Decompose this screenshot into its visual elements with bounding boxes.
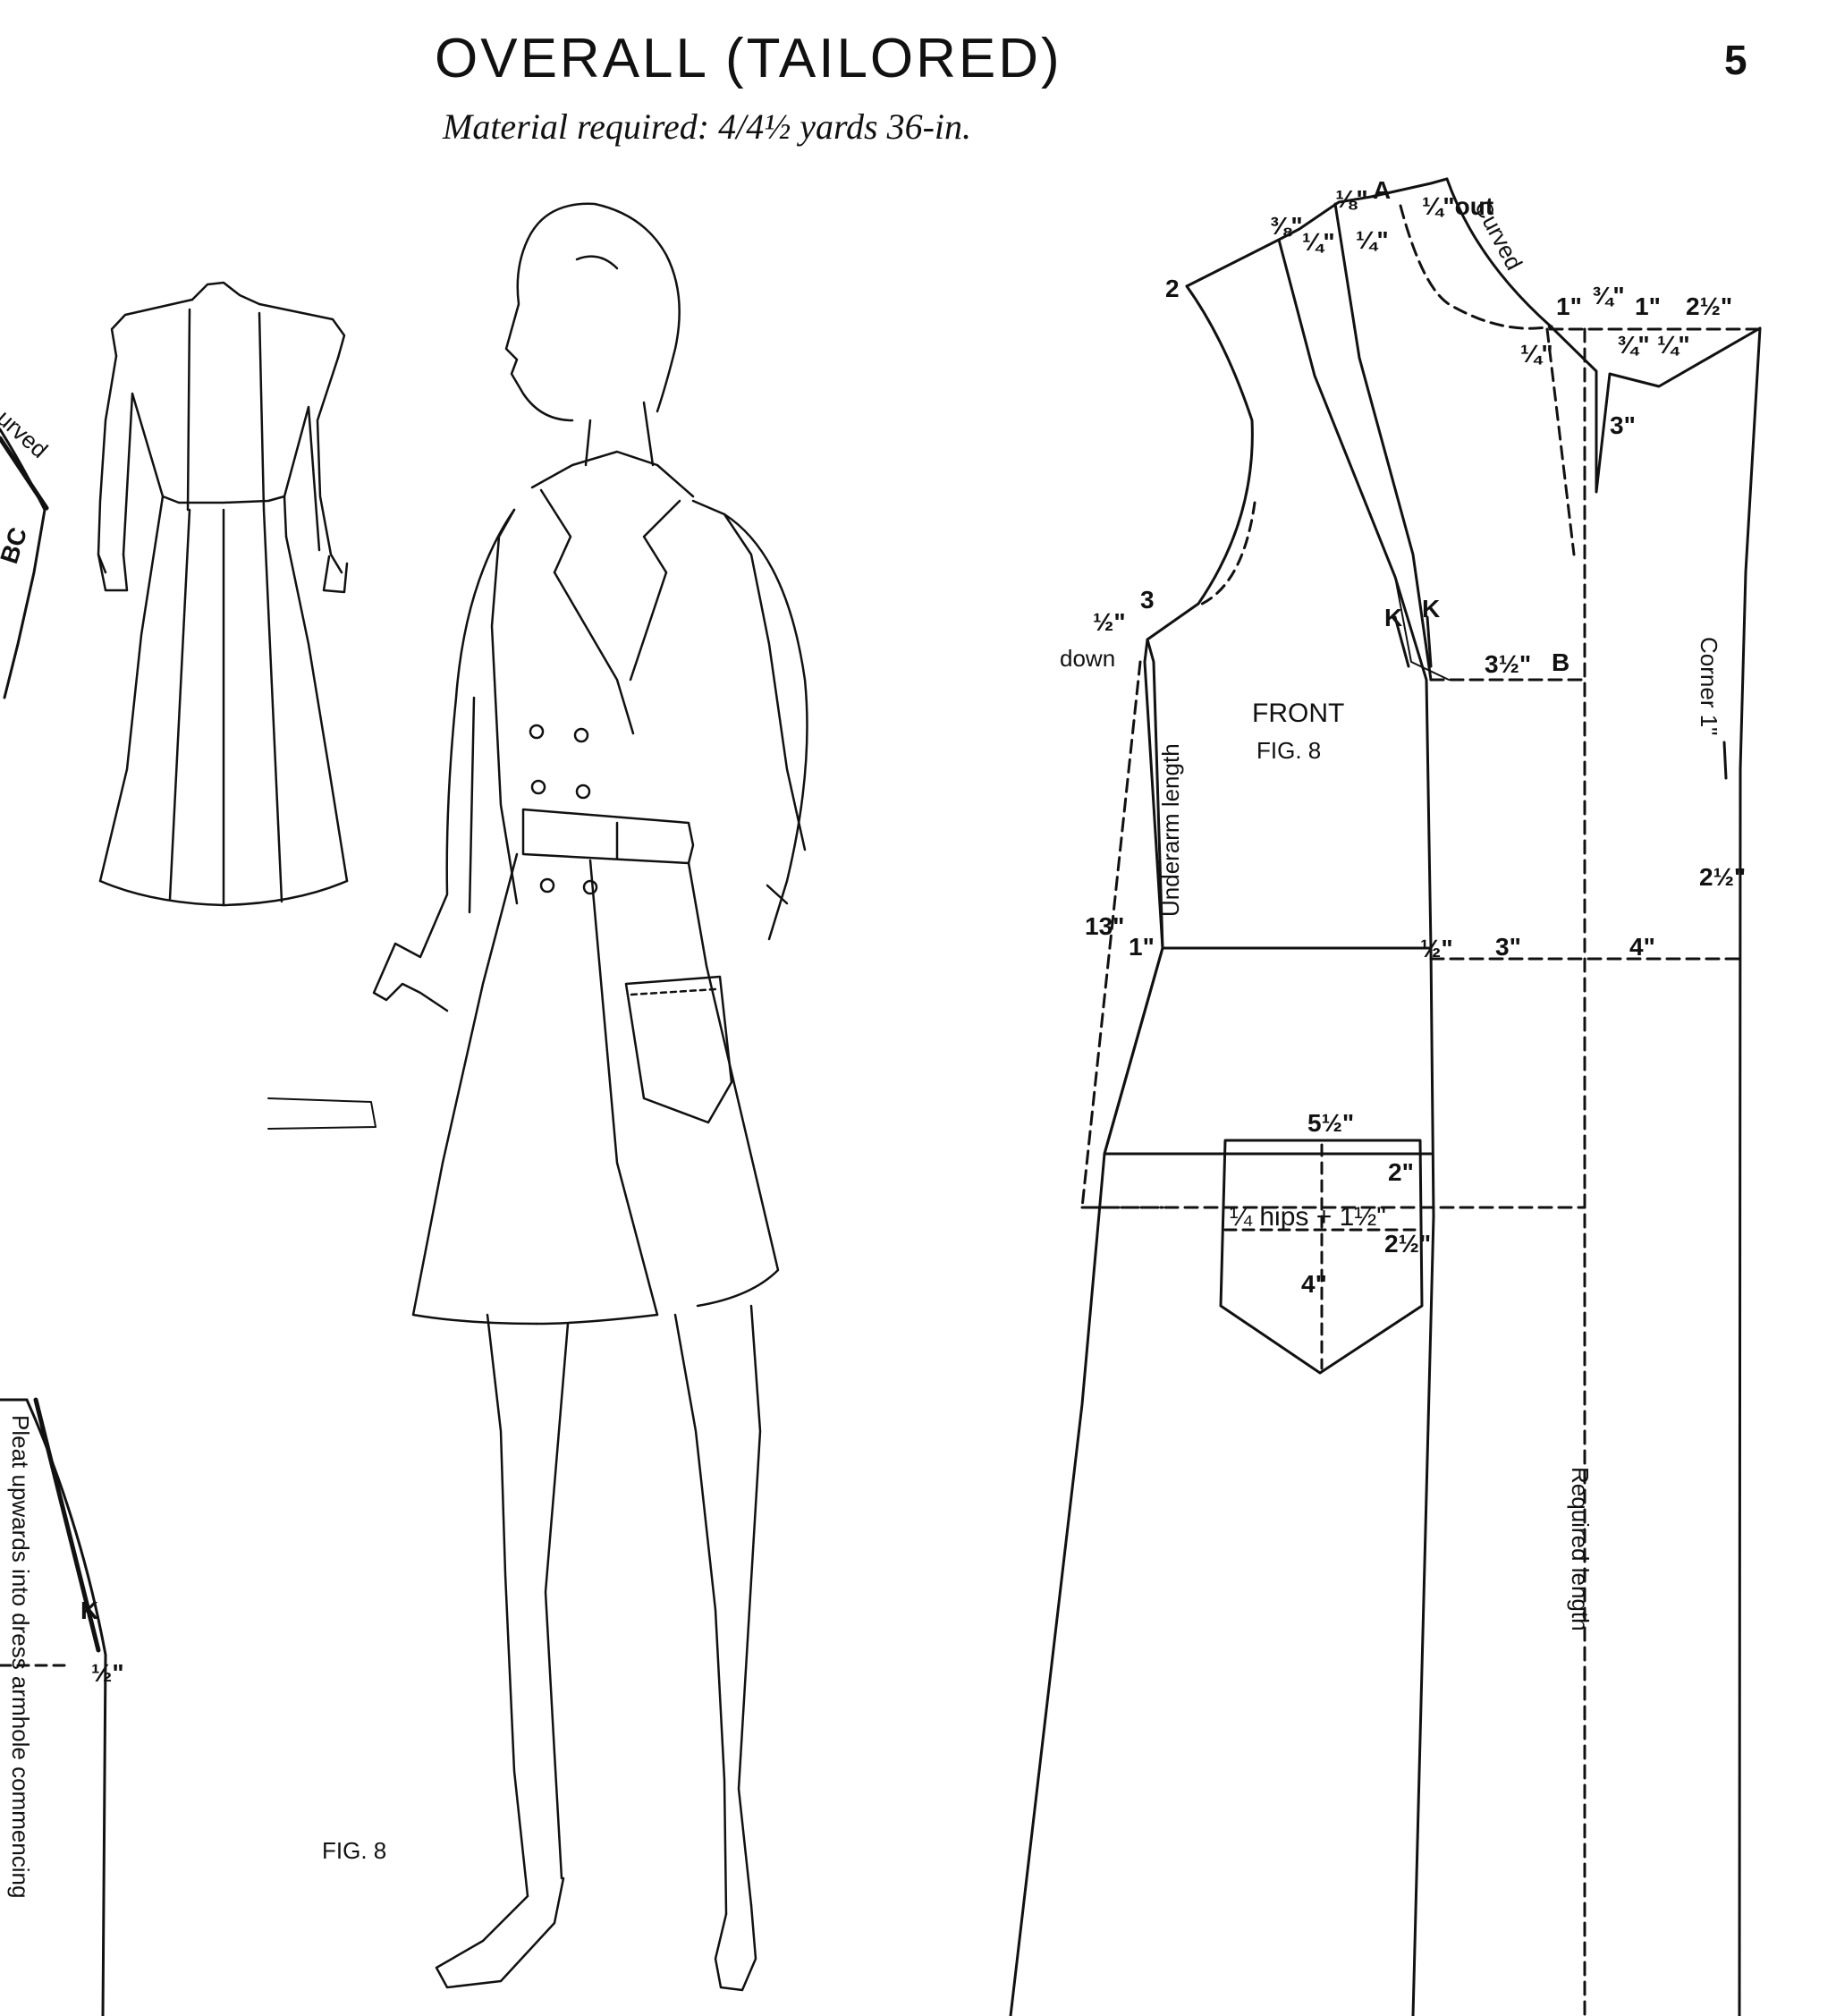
marker-a: A	[1373, 176, 1391, 204]
hips-label: ¼ hips + 1½"	[1230, 1202, 1386, 1232]
corner-label: Corner 1"	[1696, 637, 1722, 735]
measure-top-quarter-b: ¼"	[1302, 228, 1335, 256]
page-title: OVERALL (TAILORED)	[435, 28, 1062, 89]
marker-k2: K	[1422, 595, 1440, 623]
down-label: down	[1060, 645, 1115, 672]
measure-top-quarter-d: ¼"	[1520, 340, 1553, 368]
pocket-side2-label: 2½"	[1384, 1230, 1431, 1258]
measure-top-eighth: ⅛"	[1335, 185, 1368, 213]
pocket-side-label: 2"	[1388, 1158, 1414, 1186]
left-edge-piece-top	[0, 428, 49, 699]
left-edge-labels: urved BC Pleat upwards into dress armhol…	[0, 404, 124, 1898]
measure-2: 2	[1165, 275, 1180, 302]
measure-1: 1"	[1129, 933, 1155, 961]
measure-top-three-quarter: ¾"	[1592, 282, 1625, 309]
back-view-sketch	[97, 281, 349, 907]
pocket-depth-label: 4"	[1301, 1270, 1327, 1298]
left-bc-label: BC	[0, 524, 32, 567]
fashion-figure	[267, 202, 808, 1992]
pleat-instruction: Pleat upwards into dress armhole commenc…	[7, 1415, 34, 1898]
front-panel-title: FRONT	[1252, 699, 1344, 728]
measure-4in: 4"	[1629, 933, 1655, 961]
measure-2half-right: 2½"	[1699, 863, 1746, 891]
curved-label: Curved	[1469, 196, 1528, 275]
front-pattern-labels: FRONT FIG. 8 down ½" 3 2 13" 1" ½" 3" 4"…	[1060, 176, 1746, 1631]
measure-3in: 3"	[1495, 933, 1521, 961]
measure-top-three-quarter-b: ¾"	[1617, 331, 1650, 359]
front-panel-fig: FIG. 8	[1256, 737, 1321, 764]
measure-top-quarter-out: ¼"out	[1422, 192, 1493, 220]
left-edge-piece-bottom	[0, 1397, 107, 2016]
measure-3: 3	[1140, 586, 1155, 614]
measure-top-1b: 1"	[1635, 292, 1661, 320]
measure-top-three-eighth: ⅜"	[1270, 212, 1303, 240]
front-pattern-piece	[1009, 177, 1762, 2016]
measure-top-quarter: ¼"	[1657, 331, 1690, 359]
measure-top-quarter-c: ¼"	[1356, 226, 1389, 254]
half-down-label: ½"	[1093, 608, 1126, 636]
marker-b: B	[1552, 648, 1569, 676]
measure-13: 13"	[1085, 912, 1124, 940]
measure-half: ½"	[1420, 935, 1453, 962]
measure-top-2half: 2½"	[1686, 292, 1732, 320]
measure-lapel-3: 3"	[1610, 411, 1636, 439]
required-length-label: Required length	[1567, 1467, 1594, 1631]
marker-k1: K	[1384, 604, 1402, 631]
measure-3half: 3½"	[1485, 650, 1531, 678]
measure-top-1: 1"	[1556, 292, 1582, 320]
page-number: 5	[1724, 37, 1747, 83]
left-curved-fragment: urved	[0, 404, 53, 463]
left-half-label: ½"	[91, 1659, 124, 1687]
pocket-width-label: 5½"	[1307, 1109, 1354, 1137]
fig-8-label: FIG. 8	[322, 1837, 386, 1864]
material-required: Material required: 4/4½ yards 36-in.	[443, 106, 972, 147]
underarm-length-label: Underarm length	[1157, 743, 1184, 917]
left-k-label: K	[80, 1597, 98, 1624]
